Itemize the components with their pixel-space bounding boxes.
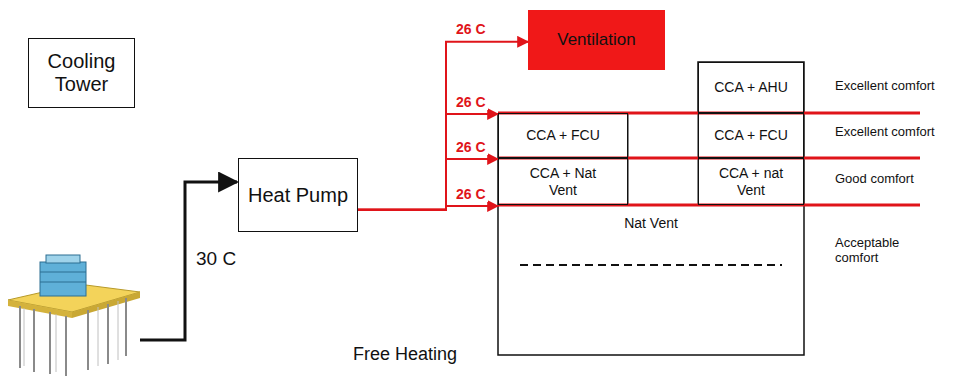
equipment-box: Cooling Tower [28, 38, 135, 108]
box-text: Ventilation [557, 30, 635, 50]
temperature-label: 30 C [196, 248, 236, 270]
box-text: Nat Vent [624, 215, 678, 231]
zone-box: CCA + AHU [698, 62, 804, 113]
box-text: CCA + FCU [714, 127, 788, 143]
zone-region: Nat Vent [498, 205, 804, 355]
flow-arrow [358, 42, 528, 210]
flow-arrow [358, 159, 498, 210]
flow-arrow [358, 206, 498, 210]
temperature-label: 26 C [454, 187, 488, 202]
comfort-label: Good comfort [835, 172, 965, 187]
zone-box: CCA + FCU [698, 113, 804, 158]
comfort-label: Acceptable comfort [835, 236, 925, 266]
zone-box: CCA + Nat Vent [498, 158, 628, 205]
flow-arrow [358, 114, 498, 210]
comfort-label: Excellent comfort [835, 125, 965, 140]
caption-label: Free Heating [353, 344, 457, 365]
box-text: CCA + Nat Vent [518, 165, 608, 197]
zone-box: CCA + nat Vent [698, 158, 804, 205]
zone-box: CCA + FCU [498, 113, 628, 158]
temperature-label: 26 C [454, 95, 488, 110]
temperature-label: 26 C [454, 22, 488, 37]
ground-illustration [8, 255, 140, 376]
equipment-box: Heat Pump [238, 158, 358, 232]
box-text: Cooling Tower [33, 50, 130, 96]
comfort-label: Excellent comfort [835, 79, 965, 94]
building-outline [498, 62, 804, 355]
box-text: CCA + FCU [526, 127, 600, 143]
box-text: CCA + AHU [714, 79, 788, 95]
box-text: Heat Pump [248, 184, 348, 207]
box-text: CCA + nat Vent [706, 165, 796, 197]
supply-line [140, 182, 237, 340]
dashed-divider [520, 264, 782, 266]
temperature-label: 26 C [454, 140, 488, 155]
ventilation-box: Ventilation [528, 10, 665, 70]
